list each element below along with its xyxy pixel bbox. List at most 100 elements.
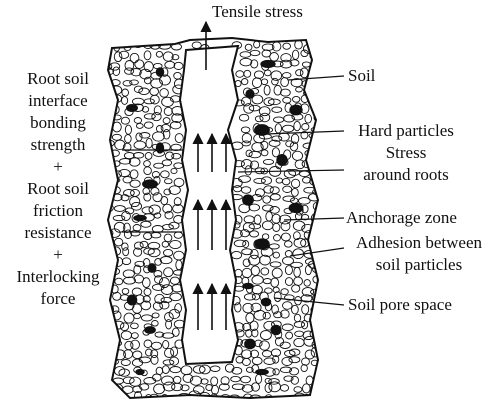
soil-grain bbox=[153, 270, 163, 278]
soil-grain bbox=[108, 43, 111, 51]
soil-grain bbox=[280, 309, 290, 319]
soil-grain bbox=[310, 346, 318, 358]
soil-grain bbox=[251, 364, 260, 374]
soil-grain bbox=[271, 77, 279, 86]
soil-grain bbox=[140, 300, 152, 311]
soil-grain bbox=[143, 50, 152, 61]
soil-grain bbox=[192, 365, 206, 374]
hard-particle bbox=[126, 103, 138, 113]
soil-grain bbox=[147, 247, 161, 258]
soil-grain bbox=[129, 196, 141, 208]
soil-grain bbox=[129, 52, 140, 64]
hard-particle bbox=[142, 179, 158, 189]
hard-particle bbox=[289, 104, 303, 116]
soil-grain bbox=[143, 76, 152, 85]
soil-grain bbox=[159, 300, 170, 310]
soil-grain bbox=[250, 248, 259, 260]
soil-grain bbox=[271, 135, 283, 142]
soil-grain bbox=[271, 41, 282, 52]
soil-grain bbox=[173, 177, 185, 188]
soil-grain bbox=[313, 44, 318, 51]
soil-grain bbox=[293, 237, 307, 248]
leader-adhesion bbox=[289, 247, 345, 257]
soil-grain bbox=[109, 62, 121, 71]
soil-grain bbox=[108, 50, 110, 59]
soil-grain bbox=[160, 394, 169, 398]
leader-anchorage bbox=[283, 217, 345, 221]
soil-grain bbox=[300, 364, 308, 373]
soil-grain bbox=[270, 348, 282, 357]
soil-grain bbox=[164, 60, 176, 69]
soil-grain bbox=[108, 359, 111, 368]
soil-grain bbox=[284, 240, 293, 248]
soil-grain bbox=[253, 40, 261, 49]
soil-grain bbox=[164, 210, 174, 220]
soil-grain bbox=[231, 366, 243, 375]
soil-grain bbox=[140, 314, 153, 322]
soil-grain bbox=[280, 53, 292, 63]
hard-particle bbox=[133, 214, 147, 222]
soil-grain bbox=[290, 133, 300, 145]
soil-grain bbox=[151, 320, 159, 327]
soil-grain bbox=[113, 237, 124, 247]
soil-grain bbox=[240, 96, 252, 107]
soil-grain bbox=[282, 195, 295, 202]
soil-grain bbox=[174, 133, 184, 144]
soil-grain bbox=[135, 122, 144, 129]
soil-grain bbox=[240, 158, 253, 170]
soil-grain bbox=[242, 240, 250, 249]
soil-grain bbox=[269, 261, 282, 268]
soil-grain bbox=[264, 394, 274, 398]
soil-grain bbox=[239, 57, 253, 67]
leader-soil bbox=[287, 75, 345, 81]
soil-grain bbox=[169, 394, 182, 398]
soil-grain bbox=[169, 121, 182, 130]
soil-grain bbox=[141, 106, 150, 113]
left-label-line: interface bbox=[28, 91, 88, 110]
soil-grain bbox=[114, 366, 126, 376]
hard-particle bbox=[260, 59, 276, 69]
soil-grain bbox=[282, 301, 293, 310]
soil-grain bbox=[218, 383, 230, 391]
soil-grain bbox=[168, 221, 180, 230]
soil-grain bbox=[163, 188, 172, 196]
soil-grain bbox=[122, 376, 135, 385]
soil-grain bbox=[282, 42, 291, 50]
soil-grain bbox=[248, 150, 262, 159]
soil-grain bbox=[122, 269, 135, 279]
soil-grain bbox=[142, 295, 151, 303]
soil-grain bbox=[269, 206, 280, 214]
soil-grain bbox=[219, 394, 232, 398]
soil-grain bbox=[123, 229, 133, 239]
soil-grain bbox=[108, 310, 114, 318]
soil-grain bbox=[162, 359, 175, 366]
soil-grain bbox=[161, 223, 174, 231]
soil-grain bbox=[249, 320, 259, 331]
soil-grain bbox=[108, 223, 111, 230]
soil-grain bbox=[240, 126, 251, 134]
soil-grain bbox=[267, 98, 281, 106]
stress-arrows bbox=[192, 132, 232, 330]
soil-grain bbox=[268, 378, 280, 385]
left-label-line: strength bbox=[30, 135, 86, 154]
hard-particle bbox=[254, 238, 270, 250]
soil-grain bbox=[260, 267, 270, 276]
soil-grain bbox=[151, 283, 165, 291]
soil-grain bbox=[189, 375, 203, 386]
soil-grain bbox=[249, 230, 260, 238]
soil-grain bbox=[182, 373, 194, 383]
soil-grain bbox=[205, 384, 213, 391]
soil-grain bbox=[264, 287, 273, 294]
soil-grain bbox=[268, 243, 280, 250]
soil-grain bbox=[273, 311, 283, 319]
soil-grain bbox=[312, 188, 318, 196]
soil-grain bbox=[220, 376, 230, 386]
soil-grain bbox=[253, 309, 267, 321]
soil-grain bbox=[258, 106, 271, 117]
soil-grain bbox=[143, 166, 152, 176]
soil-grain bbox=[138, 87, 150, 96]
soil-grain bbox=[133, 247, 143, 257]
soil-grain bbox=[162, 203, 173, 214]
soil-grain bbox=[160, 170, 170, 179]
soil-grain bbox=[300, 49, 309, 58]
